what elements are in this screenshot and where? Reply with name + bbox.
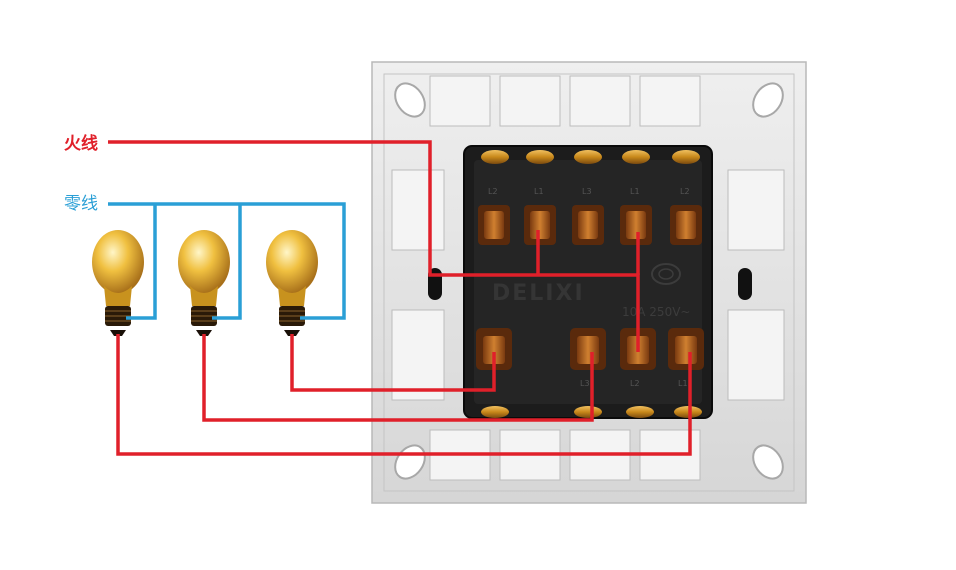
terminal: [476, 328, 512, 370]
top-screws: [481, 150, 700, 164]
screw-hole: [752, 444, 784, 480]
terminal: [670, 205, 702, 245]
terminal: [620, 205, 652, 245]
top-terminals: [478, 205, 702, 245]
screw-icon: [574, 406, 602, 418]
terminal: [572, 205, 604, 245]
top-terminal-marks: L2 L1 L3 L1 L2: [488, 187, 690, 196]
screw-icon: [481, 150, 509, 164]
bulb-icon: [92, 230, 144, 336]
terminal: [524, 205, 556, 245]
screw-icon: [622, 150, 650, 164]
load-wires: [116, 334, 692, 456]
terminal-mark: L1: [630, 187, 640, 196]
bottom-terminal-marks: L3 L2 L1: [580, 379, 688, 388]
terminal: [570, 328, 606, 370]
terminal-mark: L3: [580, 379, 590, 388]
bottom-screws: [481, 406, 702, 418]
screw-icon: [526, 150, 554, 164]
ccc-mark-icon: [651, 263, 681, 285]
screw-icon: [626, 406, 654, 418]
brand-mark: DELIXI: [492, 281, 585, 306]
screw-icon: [574, 150, 602, 164]
terminal: [668, 328, 704, 370]
switch-plate: [371, 61, 807, 504]
bulb-icon: [178, 230, 230, 336]
terminal-mark: L2: [630, 379, 640, 388]
rating-mark: 10A 250V~: [622, 305, 690, 319]
screw-icon: [672, 150, 700, 164]
neutral-wire-label: 零线: [64, 194, 98, 214]
live-wire-label: 火线: [64, 134, 98, 154]
mount-slot: [738, 268, 752, 300]
bulb-icon: [266, 230, 318, 336]
screw-icon: [674, 406, 702, 418]
terminal-mark: L2: [488, 187, 498, 196]
live-wire: [108, 140, 640, 352]
terminal-mark: L2: [680, 187, 690, 196]
terminal-mark: L3: [582, 187, 592, 196]
screw-icon: [481, 406, 509, 418]
terminal-mark: L1: [534, 187, 544, 196]
terminal: [478, 205, 510, 245]
neutral-wire: [108, 202, 346, 320]
terminal-mark: L1: [678, 379, 688, 388]
screw-hole: [752, 82, 784, 118]
bottom-terminals: [476, 328, 704, 370]
screw-hole: [394, 82, 426, 118]
